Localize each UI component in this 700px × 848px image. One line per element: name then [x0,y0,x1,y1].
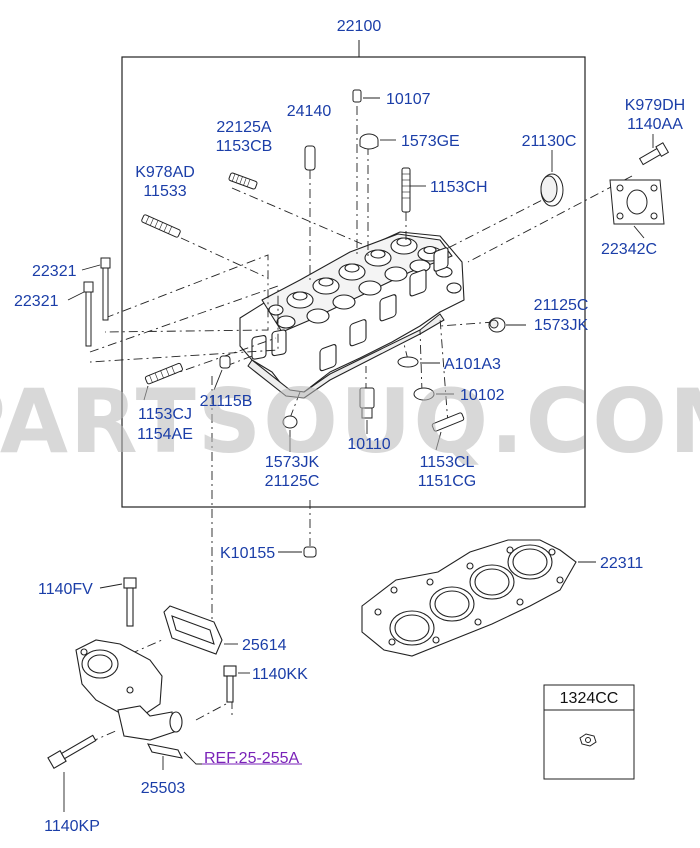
cylinder-head-illustration [239,231,465,399]
part-label-K978AD[interactable]: K978AD [135,164,195,181]
part-label-21115B[interactable]: 21115B [200,393,253,410]
part-label-22321-upper[interactable]: 22321 [32,263,77,280]
part-label-1140KK[interactable]: 1140KK [252,666,308,683]
part-label-21130C[interactable]: 21130C [522,133,577,150]
part-label-K979DH[interactable]: K979DH [625,97,685,114]
part-labels: 10107 24140 22125A 1153CB 1573GE K979DH … [14,91,685,835]
part-label-1153CL[interactable]: 1153CL [420,454,475,471]
assembly-frame [121,56,586,508]
part-label-10110[interactable]: 10110 [347,436,390,453]
part-label-24140[interactable]: 24140 [287,103,332,120]
part-label-21125C-lower[interactable]: 21125C [265,473,320,490]
inset-box-label[interactable]: 1324CC [560,690,619,707]
part-label-1140KP[interactable]: 1140KP [44,818,100,835]
part-label-1140FV[interactable]: 1140FV [38,581,93,598]
label-leaders [63,97,654,812]
part-label-1140AA[interactable]: 1140AA [627,116,683,133]
head-gasket-illustration [361,539,577,657]
leader-dashes [71,106,633,751]
watermark: PARTSOUQ.COM [0,370,700,473]
part-label-1573JK-lower[interactable]: 1573JK [265,454,320,471]
part-label-22321-lower[interactable]: 22321 [14,293,59,310]
part-label-1153CH[interactable]: 1153CH [430,179,488,196]
part-label-22342C[interactable]: 22342C [601,241,657,258]
part-label-22125A[interactable]: 22125A [216,119,271,136]
part-label-1151CG[interactable]: 1151CG [418,473,476,490]
part-label-1154AE[interactable]: 1154AE [137,426,193,443]
reference-link[interactable]: REF.25-255A [204,750,299,767]
part-label-25614[interactable]: 25614 [242,637,287,654]
part-label-1153CJ[interactable]: 1153CJ [138,406,192,423]
nut-icon [579,733,597,747]
part-label-1573GE[interactable]: 1573GE [401,133,460,150]
part-label-10107[interactable]: 10107 [386,91,431,108]
part-label-22311[interactable]: 22311 [600,555,643,572]
small-parts [83,89,670,558]
part-label-K10155[interactable]: K10155 [220,545,275,562]
assembly-title[interactable]: 22100 [337,18,382,35]
water-outlet-illustration [47,577,237,769]
part-label-25503[interactable]: 25503 [141,780,186,797]
part-label-10102[interactable]: 10102 [460,387,505,404]
part-label-1573JK-upper[interactable]: 1573JK [534,317,589,334]
part-label-11533[interactable]: 11533 [143,183,186,200]
part-label-21125C-upper[interactable]: 21125C [534,297,589,314]
part-label-A101A3[interactable]: A101A3 [444,356,501,373]
inset-box [543,684,635,780]
part-label-1153CB[interactable]: 1153CB [216,138,273,155]
